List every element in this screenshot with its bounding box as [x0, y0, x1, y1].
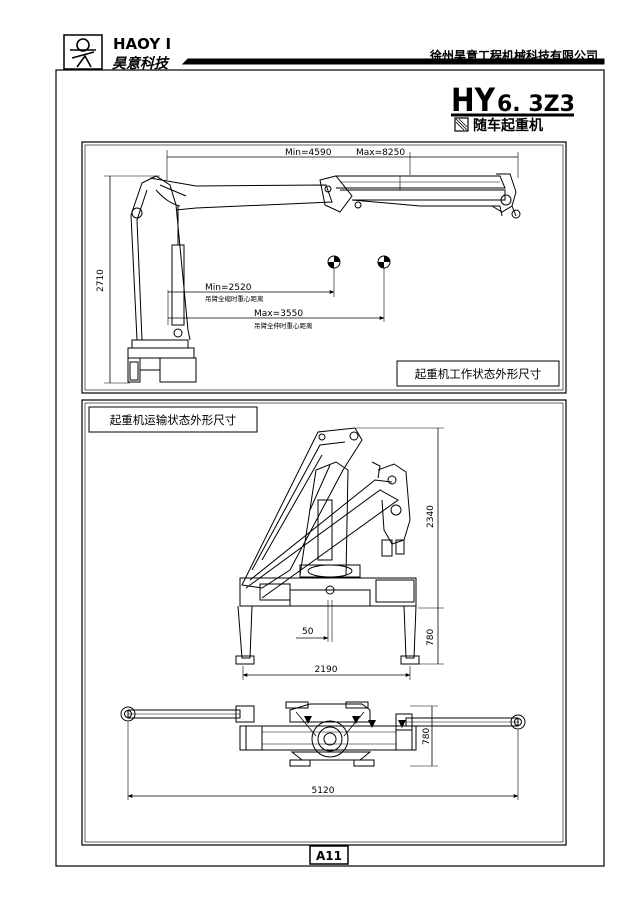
- cog-max-note: 吊臂全伸时重心距离: [254, 321, 313, 330]
- outreach-min-label: Min=4590: [285, 148, 332, 158]
- leg-span-label: 2190: [315, 665, 338, 675]
- transport-view-caption: 起重机运输状态外形尺寸: [110, 413, 237, 427]
- cog-max-label: Max=3550: [254, 309, 303, 319]
- outrigger-span-label: 5120: [312, 786, 335, 796]
- base-height-label: 780: [426, 629, 436, 646]
- crane-plan-drawing: [120, 701, 526, 767]
- cog-min-label: Min=2520: [205, 283, 252, 293]
- model-number: 6. 3Z3: [497, 92, 575, 117]
- working-height-label: 2710: [96, 269, 106, 292]
- cog-min-note: 吊臂全缩时重心距离: [205, 294, 264, 303]
- header-rule: [181, 58, 605, 65]
- model-prefix: HY: [451, 81, 496, 119]
- working-view-panel: Min=4590 Max=8250 2710: [81, 141, 567, 394]
- plan-width-label: 780: [422, 728, 432, 745]
- page-number: A11: [316, 849, 342, 863]
- brand-english: HAOY I: [113, 35, 171, 53]
- crane-working-drawing: [127, 173, 521, 383]
- transport-view-panel: 起重机运输状态外形尺寸: [81, 399, 567, 846]
- sheet-frame: [55, 69, 605, 867]
- outreach-max-label: Max=8250: [356, 148, 405, 158]
- haoyi-logo-icon: [63, 34, 103, 70]
- cog-min-icon: [327, 255, 341, 297]
- footer: A11: [309, 845, 349, 865]
- checkbox-icon: [454, 117, 469, 132]
- brand-chinese: 昊意科技: [112, 55, 170, 72]
- crane-transport-drawing: [235, 427, 420, 665]
- dim-50-label: 50: [302, 627, 314, 637]
- cog-max-icon: [377, 255, 391, 322]
- triangle-marker-icons: [304, 716, 406, 728]
- transport-height-label: 2340: [426, 505, 436, 528]
- model-title: HY 6. 3Z3 随车起重机: [451, 81, 575, 134]
- header: HAOY I 昊意科技 徐州昊意工程机械科技有限公司: [63, 34, 605, 72]
- model-subtitle: 随车起重机: [473, 117, 543, 134]
- working-view-caption: 起重机工作状态外形尺寸: [415, 367, 542, 381]
